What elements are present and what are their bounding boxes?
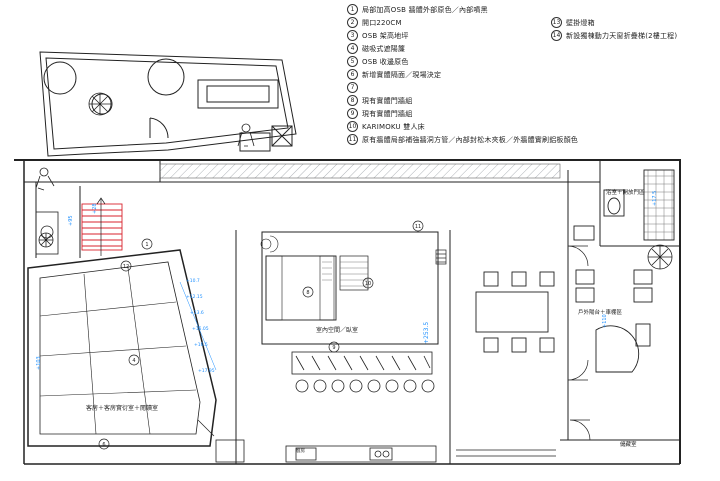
legend-num: 13 [551, 17, 562, 28]
terrace-outline [39, 51, 297, 157]
dim-step-1: +10.7 [186, 278, 200, 284]
balcony-fixtures [595, 323, 651, 373]
dim-step-6: +17.95 [198, 368, 215, 374]
room-storage-label: 儲藏室 [620, 440, 637, 448]
legend-text: 壁掛燈箱 [566, 18, 595, 27]
tag-10: 10 [365, 281, 371, 287]
legend-item-9: 9 現有實體門牆組 [347, 108, 412, 119]
legend-num: 10 [347, 121, 358, 132]
tag-4: 4 [132, 358, 135, 364]
legend-item-2: 2 開口220CM [347, 17, 402, 28]
legend-item-5: 5 OSB 收邊原色 [347, 56, 409, 67]
dim-center: +253.5 [423, 322, 430, 344]
bathroom [573, 169, 675, 241]
legend-text: 新設獨棟動力天窗折疊梯(2樓工程) [566, 31, 678, 40]
legend-num: 11 [347, 134, 358, 145]
legend-text: 原有牆體局部補強牆洞方管／內部封松木夾板／外牆體實刷鋁板顏色 [362, 135, 578, 144]
cabinet-row [291, 351, 433, 375]
legend-num: 3 [347, 30, 358, 41]
staircase [81, 203, 123, 251]
legend-num: 8 [347, 95, 358, 106]
room-balcony-label: 戶外陽台＋車棚區 [578, 308, 623, 316]
legend-num: 7 [347, 82, 358, 93]
left-fixtures [35, 211, 245, 463]
legend-text: 現有實體門牆組 [362, 109, 413, 118]
legend-text: 開口220CM [362, 18, 402, 27]
legend: 1 局部加高OSB 牆體外部原色／內部噴黑 2 開口220CM 3 OSB 架高… [347, 4, 719, 145]
planter-circles [295, 379, 435, 393]
legend-text: 磁吸式遮陽簾 [362, 44, 406, 53]
dim-step-4: +15.05 [192, 326, 209, 332]
dim-right-lower: +110 [602, 314, 608, 328]
legend-item-3: 3 OSB 架高地坪 [347, 30, 409, 41]
bed-stripes [322, 261, 368, 287]
door-swings [197, 245, 591, 441]
stair-arrow [96, 197, 106, 256]
legend-item-10: 10 KARIMOKU 雙人床 [347, 121, 425, 132]
dim-left: +103 [36, 356, 42, 370]
dim-step-3: +13.6 [190, 310, 204, 316]
legend-item-6: 6 新增實體隔面／現場決定 [347, 69, 441, 80]
legend-num: 14 [551, 30, 562, 41]
kitchen-counter [285, 445, 556, 463]
garden-room [27, 249, 217, 447]
legend-num: 6 [347, 69, 358, 80]
living-room [260, 231, 439, 345]
legend-text: KARIMOKU 雙人床 [362, 122, 425, 131]
dim-right-upper: +17.5 [652, 191, 658, 206]
tree-icons [38, 92, 673, 270]
building-walls [14, 159, 681, 465]
small-stair [435, 249, 447, 265]
legend-num: 5 [347, 56, 358, 67]
tag-9: 9 [332, 345, 335, 351]
legend-item-14: 14 新設獨棟動力天窗折疊梯(2樓工程) [551, 30, 677, 41]
dim-stair: +28 [92, 203, 98, 214]
tag-1: 1 [145, 242, 148, 248]
tag-8: 8 [306, 290, 309, 296]
legend-num: 2 [347, 17, 358, 28]
legend-item-4: 4 磁吸式遮陽簾 [347, 43, 405, 54]
plan-tag-circles [98, 220, 424, 450]
room-bath-label: 浴室＋開放門區 [606, 188, 645, 196]
room-living-label: 室內空間／臥室 [316, 326, 358, 334]
legend-text: 局部加高OSB 牆體外部原色／內部噴黑 [362, 5, 488, 14]
legend-item-11: 11 原有牆體局部補強牆洞方管／內部封松木夾板／外牆體實刷鋁板顏色 [347, 134, 578, 145]
legend-item-1: 1 局部加高OSB 牆體外部原色／內部噴黑 [347, 4, 488, 15]
dim-left-2: +95 [68, 215, 74, 226]
tag-12: 12 [123, 264, 129, 270]
legend-text: OSB 架高地坪 [362, 31, 409, 40]
legend-item-8: 8 現有實體門牆組 [347, 95, 412, 106]
legend-num: 1 [347, 4, 358, 15]
dining-area [475, 269, 653, 353]
left-step-ticks [179, 281, 217, 371]
tag-11: 11 [415, 224, 421, 230]
legend-text: OSB 收邊原色 [362, 57, 409, 66]
legend-text: 新增實體隔面／現場決定 [362, 70, 442, 79]
legend-item-13: 13 壁掛燈箱 [551, 17, 595, 28]
room-kitchen-label: 廚房 [296, 447, 305, 454]
room-garden-label: 客房＋客房實衍室＋閱讀室 [86, 404, 158, 412]
dim-step-5: +16.5 [194, 342, 208, 348]
person-figures [35, 123, 255, 191]
legend-text: 現有實體門牆組 [362, 96, 413, 105]
window-strip [159, 163, 561, 179]
legend-num: 9 [347, 108, 358, 119]
dim-step-2: +12.15 [186, 294, 203, 300]
tag-6: 6 [102, 442, 105, 448]
legend-item-7: 7 [347, 82, 362, 93]
legend-num: 4 [347, 43, 358, 54]
